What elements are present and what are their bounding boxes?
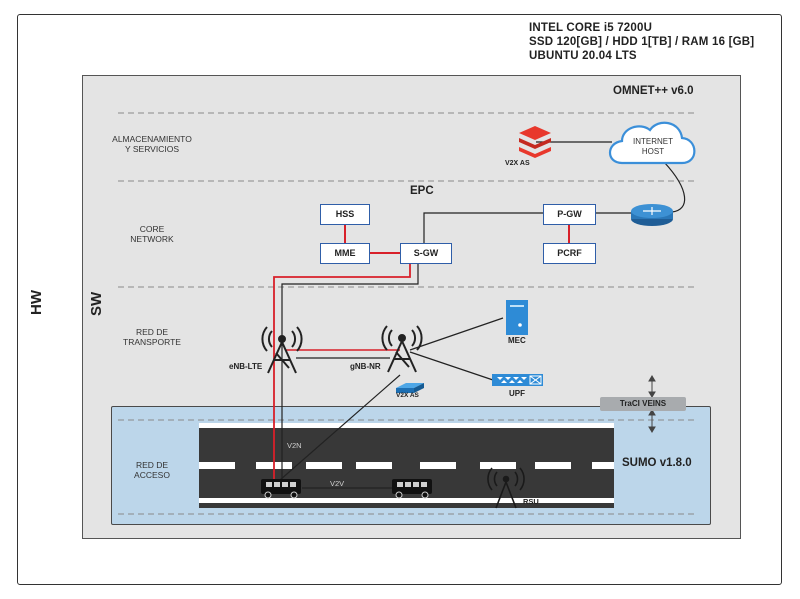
mme-box[interactable]: MME — [320, 243, 370, 264]
lane-mark — [480, 462, 516, 469]
lane-mark — [356, 462, 392, 469]
pgw-box[interactable]: P-GW — [543, 204, 596, 225]
spec-os: UBUNTU 20.04 LTS — [529, 50, 637, 62]
spec-cpu: INTEL CORE i5 7200U — [529, 22, 653, 34]
road-edge-bottom — [199, 498, 614, 503]
sumo-label: SUMO v1.8.0 — [622, 457, 692, 469]
layer-storage-label: ALMACENAMIENTO Y SERVICIOS — [112, 134, 192, 154]
layer-transport-label: RED DE TRANSPORTE — [123, 327, 181, 347]
lane-mark — [535, 462, 571, 469]
gnb-label: gNB-NR — [350, 362, 381, 371]
epc-title: EPC — [410, 185, 434, 197]
v2n-label: V2N — [287, 441, 302, 450]
lane-mark — [592, 462, 614, 469]
v2x-as-top-label: V2X AS — [505, 160, 530, 167]
internet-host-label: INTERNET HOST — [633, 137, 673, 156]
traci-veins-badge: TraCI VEINS — [600, 397, 686, 411]
rsu-label: RSU — [523, 497, 539, 506]
lane-mark — [306, 462, 342, 469]
lane-mark — [420, 462, 456, 469]
enb-label: eNB-LTE — [229, 362, 263, 371]
spec-storage: SSD 120[GB] / HDD 1[TB] / RAM 16 [GB] — [529, 36, 755, 48]
road-edge-top — [199, 423, 614, 428]
simulator-label: OMNET++ v6.0 — [613, 85, 694, 97]
v2v-label: V2V — [330, 479, 345, 488]
hardware-frame — [17, 14, 782, 585]
sgw-box[interactable]: S-GW — [400, 243, 452, 264]
layer-access-label: RED DE ACCESO — [134, 460, 170, 480]
v2x-as-edge-label: V2X AS — [396, 392, 419, 399]
upf-label: UPF — [509, 389, 525, 398]
mec-label: MEC — [508, 336, 526, 345]
layer-core-label: CORE NETWORK — [130, 224, 174, 244]
pcrf-box[interactable]: PCRF — [543, 243, 596, 264]
lane-mark — [199, 462, 235, 469]
hss-box[interactable]: HSS — [320, 204, 370, 225]
